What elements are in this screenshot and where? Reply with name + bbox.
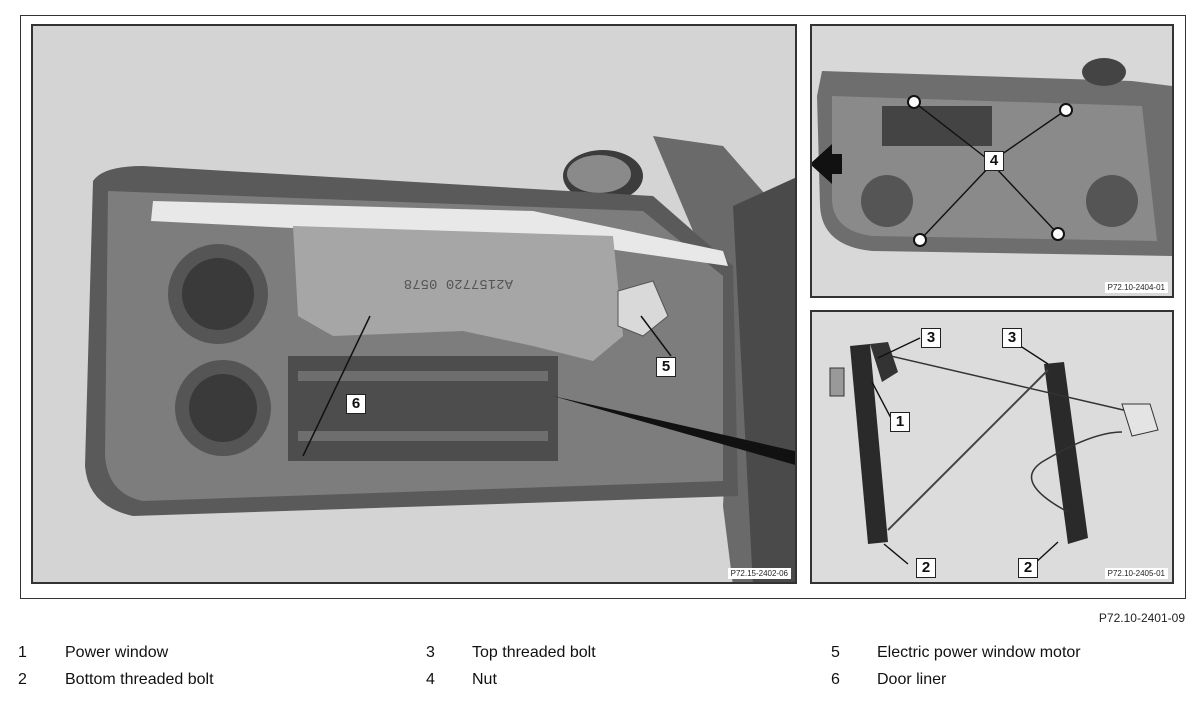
leader-2a <box>883 543 909 565</box>
left-rail-top <box>870 342 898 382</box>
main-door-photo: A2157720 0578 6 5 P72.15-2402-06 <box>31 24 797 584</box>
parts-legend: 1 Power window 2 Bottom threaded bolt 3 … <box>0 644 1200 704</box>
legend-label: Nut <box>472 671 497 688</box>
left-guide-rail <box>850 344 888 544</box>
leader-1 <box>871 381 893 421</box>
door-panel-detail-photo: 4 P72.10-2404-01 <box>810 24 1174 298</box>
clip <box>829 367 845 397</box>
legend-label: Bottom threaded bolt <box>65 671 214 688</box>
upper-speaker-opening <box>182 258 254 330</box>
leader-line-6 <box>302 315 371 457</box>
right-guide-rail <box>1044 362 1088 544</box>
legend-number: 4 <box>426 671 435 688</box>
legend-number: 1 <box>18 644 27 661</box>
legend-number: 5 <box>831 644 840 661</box>
leader-4b <box>991 109 1067 162</box>
door-pillar <box>733 177 795 582</box>
door-liner <box>293 226 623 361</box>
leader-4c <box>919 165 991 241</box>
photo-code-top-right: P72.10-2404-01 <box>1104 282 1168 293</box>
small-mirror <box>1082 58 1126 86</box>
figure-reference-code: P72.10-2401-09 <box>1098 611 1185 625</box>
cable-diagonal <box>887 369 1049 531</box>
legend-number: 6 <box>831 671 840 688</box>
mirror-glass <box>567 155 631 193</box>
photo-code-main: P72.15-2402-06 <box>727 568 791 579</box>
legend-number: 2 <box>18 671 27 688</box>
leader-4a <box>913 101 991 162</box>
nut-marker <box>1051 227 1065 241</box>
callout-4: 4 <box>984 151 1004 171</box>
speaker-left <box>861 175 913 227</box>
regulator-illustration <box>829 337 1159 565</box>
photo-code-bottom-right: P72.10-2405-01 <box>1104 568 1168 579</box>
legend-label: Top threaded bolt <box>472 644 596 661</box>
speaker-right <box>1086 175 1138 227</box>
bracket <box>1121 403 1159 437</box>
legend-label: Electric power window motor <box>877 644 1081 661</box>
nut-marker <box>1059 103 1073 117</box>
cable-top <box>881 353 1133 413</box>
callout-6: 6 <box>346 394 366 414</box>
callout-2-right: 2 <box>1018 558 1038 578</box>
callout-2-left: 2 <box>916 558 936 578</box>
legend-number: 3 <box>426 644 435 661</box>
cable-lower <box>1030 431 1123 513</box>
motor-block <box>882 106 992 146</box>
leader-4d <box>993 165 1059 235</box>
leader-2b <box>1033 541 1059 565</box>
callout-5: 5 <box>656 357 676 377</box>
liner-stamp: A2157720 0578 <box>404 275 513 291</box>
nut-marker <box>907 95 921 109</box>
regulator-rail-bottom <box>298 431 548 441</box>
door-illustration: A2157720 0578 <box>85 136 795 582</box>
regulator-rail-top <box>298 371 548 381</box>
nut-marker <box>913 233 927 247</box>
arrow-left-icon <box>812 144 842 184</box>
leader-line-5 <box>640 315 672 357</box>
legend-label: Door liner <box>877 671 947 688</box>
callout-3-left: 3 <box>921 328 941 348</box>
legend-label: Power window <box>65 644 169 661</box>
projection-wedge <box>553 396 795 465</box>
leader-3a <box>877 337 921 359</box>
callout-3-right: 3 <box>1002 328 1022 348</box>
lower-speaker-opening <box>189 374 257 442</box>
regulator-detail-photo: 3 3 1 2 2 P72.10-2405-01 <box>810 310 1174 584</box>
window-motor <box>617 280 669 337</box>
callout-1: 1 <box>890 412 910 432</box>
